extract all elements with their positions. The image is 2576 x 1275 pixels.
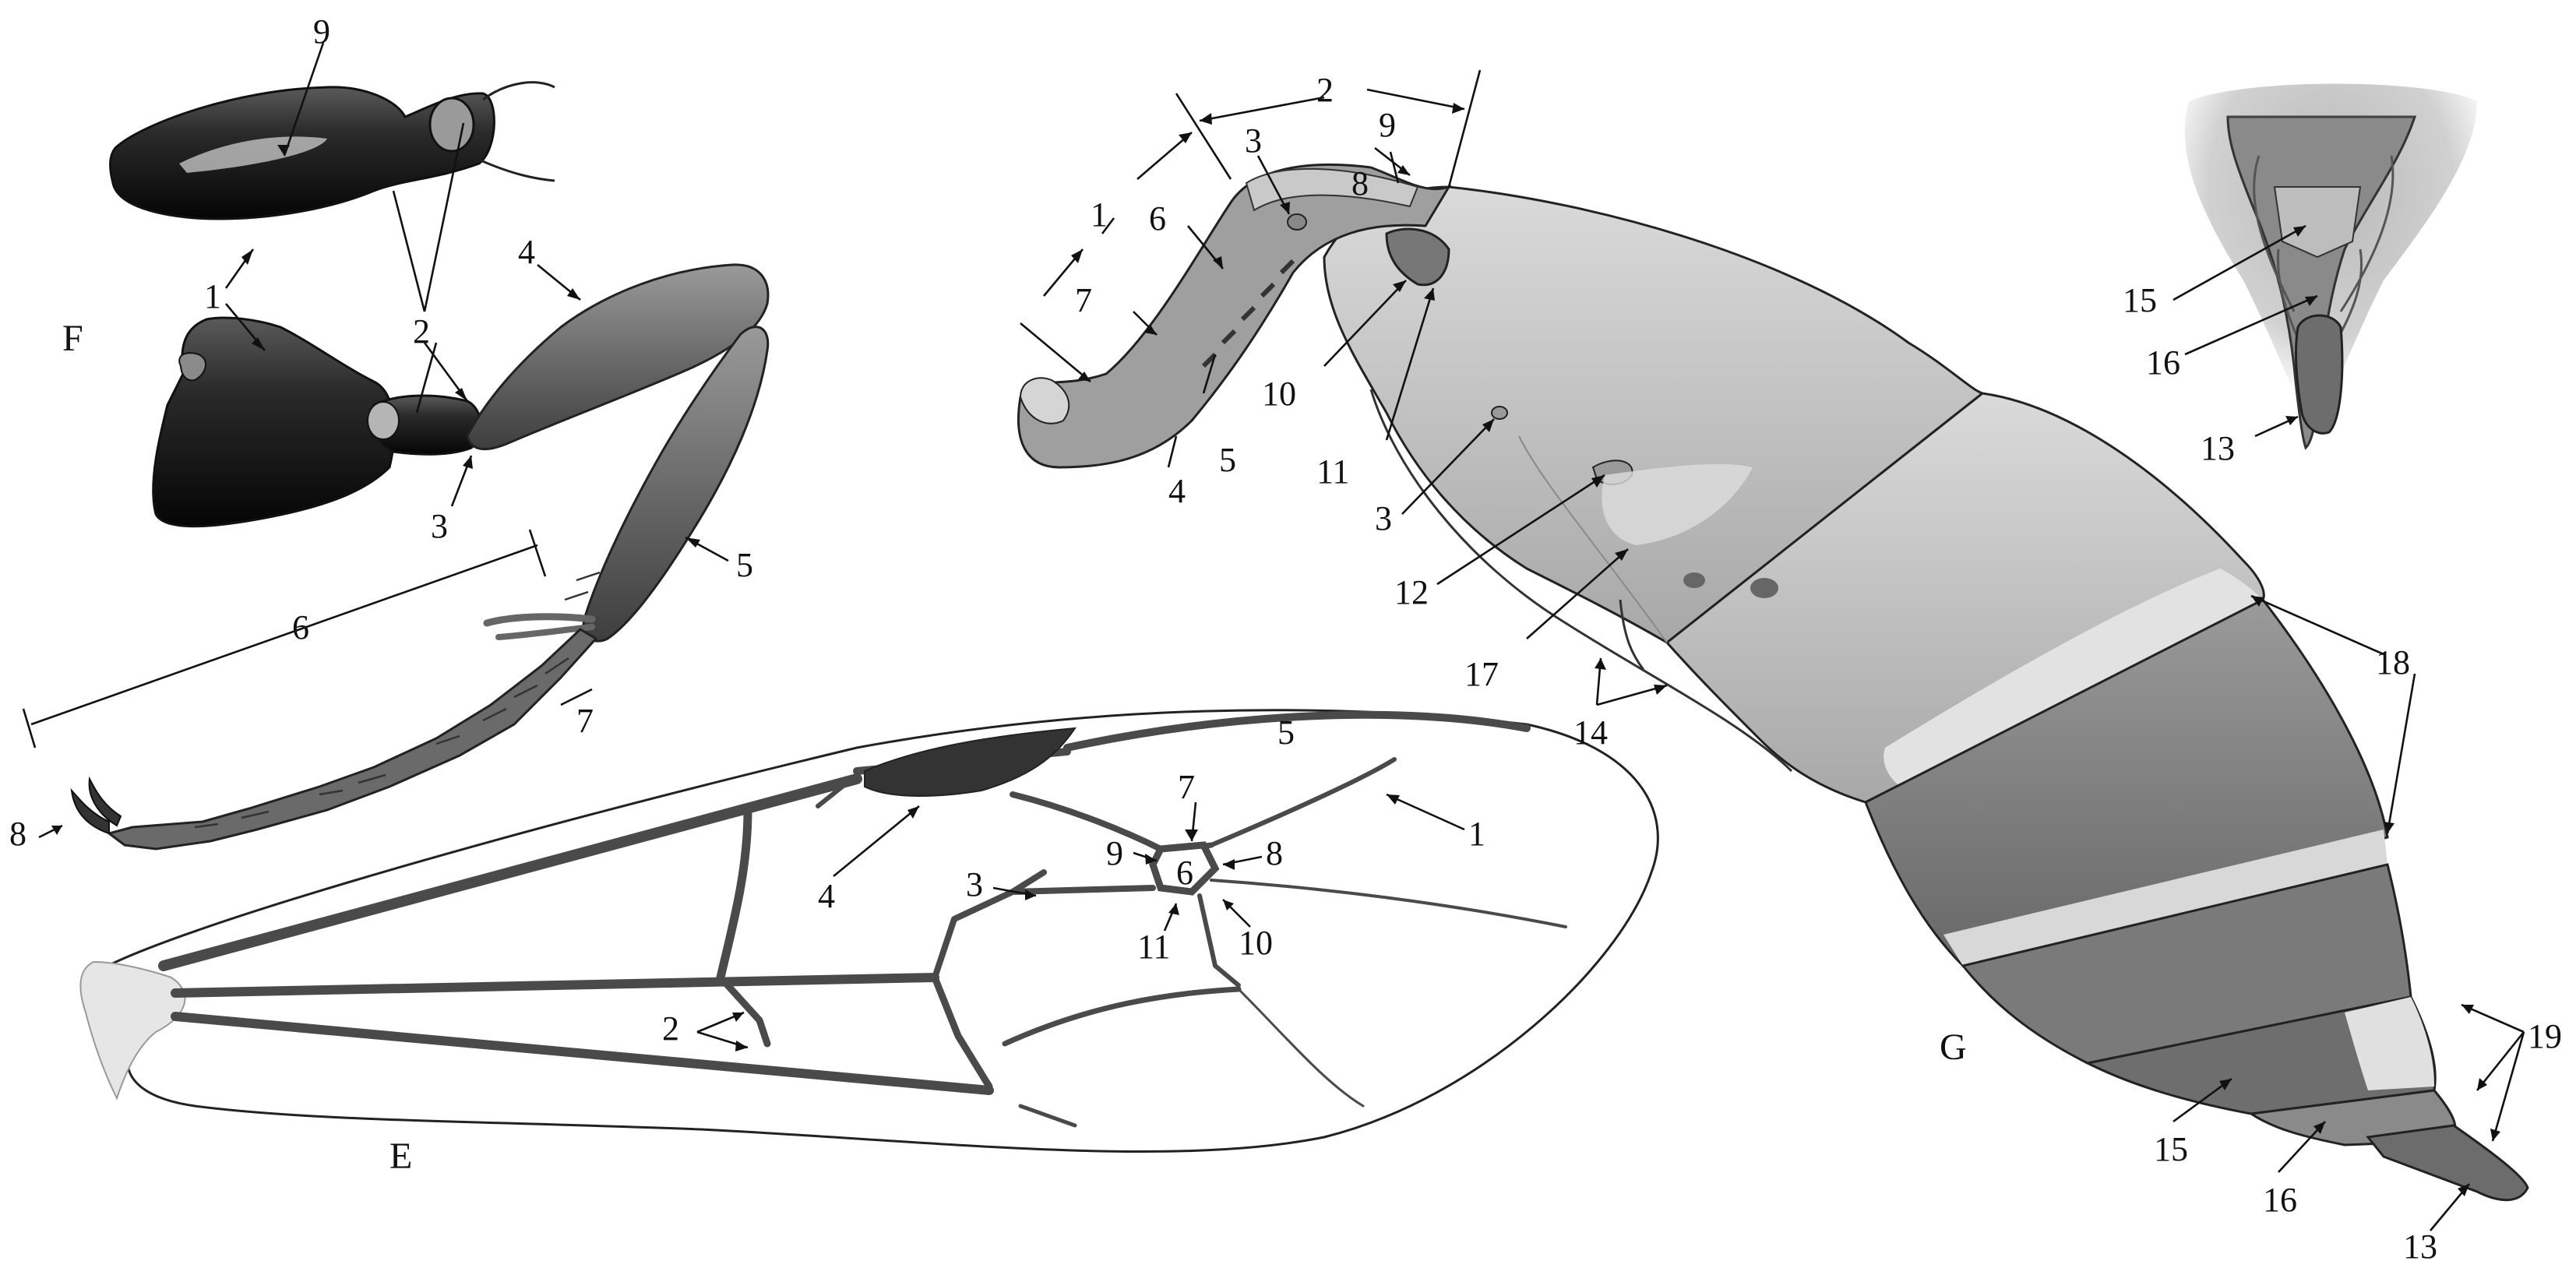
tergite-suture-1 xyxy=(1518,435,1668,643)
apical-pale-patch xyxy=(2345,997,2434,1090)
petiole-ribs xyxy=(1201,259,1295,368)
petiole-tip xyxy=(1019,377,1070,424)
e-label-3: 3 xyxy=(966,865,983,903)
e-label-9: 9 xyxy=(1106,834,1123,872)
lower-coxa xyxy=(152,316,396,528)
panel-g-leaders xyxy=(1020,69,2525,1231)
panel-e-wing-figure: 5 7 9 6 8 1 4 3 11 10 2 E xyxy=(79,709,1659,1177)
panel-f-arrowheads xyxy=(51,145,700,835)
e-label-1: 1 xyxy=(1468,815,1485,853)
pterostigma xyxy=(864,727,1077,797)
g-label-18: 18 xyxy=(2376,643,2410,682)
trochanter-joint xyxy=(367,401,400,440)
g-label-16: 16 xyxy=(2263,1181,2297,1219)
panel-e-arrowheads xyxy=(732,794,1400,1051)
panel-label-g: G xyxy=(1940,1027,1967,1068)
g-label-7: 7 xyxy=(1075,281,1092,319)
g-label-14: 14 xyxy=(1573,713,1608,752)
f-label-1: 1 xyxy=(204,277,221,315)
antenna-thread xyxy=(482,81,555,101)
spot-2 xyxy=(1750,578,1778,598)
coxa-hair-patch xyxy=(179,136,327,173)
e-label-7: 7 xyxy=(1178,768,1195,806)
e-label-8: 8 xyxy=(1266,834,1283,872)
trochanter xyxy=(372,394,483,456)
abdomen-band-3 xyxy=(1943,829,2387,966)
tarsus xyxy=(106,628,598,851)
sternite-outline xyxy=(1369,389,1793,773)
f-label-2-upper: 2 xyxy=(413,312,430,350)
femur xyxy=(466,263,770,451)
panel-label-e: E xyxy=(389,1136,412,1177)
e-label-10: 10 xyxy=(1239,924,1273,962)
coxa-condyle xyxy=(178,352,206,382)
g-label-6: 6 xyxy=(1149,199,1166,238)
g-inset: 15 16 13 xyxy=(2123,83,2477,467)
coxa-joint xyxy=(428,97,475,153)
g-label-11: 11 xyxy=(1316,453,1349,491)
wing-base xyxy=(79,960,186,1101)
petiole-lobe xyxy=(1385,227,1450,287)
tarsal-claw xyxy=(70,787,110,835)
f-label-8: 8 xyxy=(9,815,26,853)
g-label-15: 15 xyxy=(2154,1130,2188,1168)
spot-1 xyxy=(1683,572,1705,588)
e-label-4: 4 xyxy=(818,877,835,915)
g-label-4: 4 xyxy=(1168,472,1186,510)
g-label-17: 17 xyxy=(1464,655,1499,693)
ovipositor-sheath xyxy=(2366,1124,2529,1202)
g-label-19: 19 xyxy=(2528,1017,2562,1055)
g-label-2: 2 xyxy=(1316,71,1334,109)
inset-ovipositor xyxy=(2295,314,2344,435)
inset-arrowheads xyxy=(2285,226,2317,425)
pale-lateral-patch xyxy=(1602,463,1753,545)
g-label-10: 10 xyxy=(1262,375,1296,413)
tibial-spur-1 xyxy=(483,613,596,627)
tarsal-claw-2 xyxy=(88,776,122,827)
panel-label-f: F xyxy=(62,318,83,359)
g-label-9: 9 xyxy=(1379,106,1396,144)
f-label-6: 6 xyxy=(292,608,309,646)
petiole-dorsal-plate xyxy=(1245,167,1419,212)
e-label-5: 5 xyxy=(1277,713,1295,752)
panel-g-abdomen-figure: 2 1 3 9 8 6 7 10 11 5 4 3 12 17 14 18 18… xyxy=(1017,69,2562,1266)
spiracle-1 xyxy=(1491,406,1508,420)
g-label-3-mid: 3 xyxy=(1375,499,1392,537)
tibia xyxy=(582,326,770,643)
g-label-8: 8 xyxy=(1351,164,1369,203)
abdomen-segment-1 xyxy=(1323,185,1986,644)
f-label-5: 5 xyxy=(736,546,753,584)
g-label-13: 13 xyxy=(2403,1227,2437,1266)
cell-6 xyxy=(1149,841,1220,896)
inset-lobes xyxy=(2253,155,2395,359)
f-label-4: 4 xyxy=(518,233,535,271)
f-label-7: 7 xyxy=(576,702,594,740)
inset-label-13: 13 xyxy=(2201,429,2235,467)
panel-g-arrowheads xyxy=(1071,103,2500,1196)
inset-label-16: 16 xyxy=(2146,343,2180,382)
tibial-spur-2 xyxy=(495,624,595,640)
g-label-12: 12 xyxy=(1394,573,1429,611)
f-label-3: 3 xyxy=(431,507,448,545)
g-label-3-top: 3 xyxy=(1245,122,1262,160)
wing-veins xyxy=(158,710,1567,1128)
f-label-9: 9 xyxy=(313,12,330,51)
inset-label-15: 15 xyxy=(2123,281,2157,319)
abdomen-band-2 xyxy=(1884,569,2263,787)
g-label-5: 5 xyxy=(1219,441,1236,479)
antenna-thread-lower xyxy=(478,158,555,182)
inset-subgenital xyxy=(2273,186,2362,259)
e-label-6: 6 xyxy=(1176,854,1193,892)
panel-f-leg-figure: 9 1 2 2 3 4 5 6 7 8 F xyxy=(9,12,770,853)
petiole xyxy=(1017,164,1452,469)
g-label-1: 1 xyxy=(1091,195,1108,234)
petiole-spiracle xyxy=(1287,213,1307,231)
e-label-11: 11 xyxy=(1137,928,1170,966)
sternite-fold-1 xyxy=(1619,599,1645,671)
tarsal-bristles xyxy=(194,571,601,829)
e-label-2: 2 xyxy=(662,1009,679,1048)
